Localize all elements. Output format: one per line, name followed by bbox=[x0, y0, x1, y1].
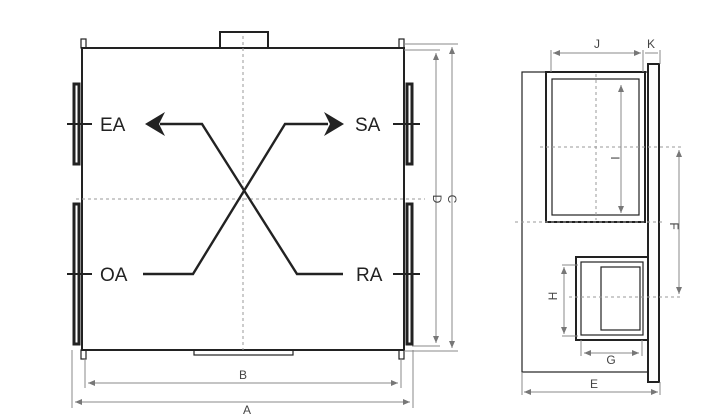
port-ticks bbox=[67, 123, 420, 275]
side-panel-strip bbox=[647, 63, 660, 383]
label-ra: RA bbox=[356, 265, 383, 286]
dim-b-label: B bbox=[239, 368, 247, 382]
dim-k-label: K bbox=[647, 37, 655, 51]
dim-c-label: C bbox=[445, 195, 459, 204]
sa-arrow-icon bbox=[324, 112, 344, 136]
front-view: EA SA OA RA B A D C bbox=[67, 31, 459, 417]
dim-i-label: I bbox=[608, 156, 622, 159]
dim-d-label: D bbox=[430, 195, 444, 204]
lower-window bbox=[600, 266, 641, 331]
dim-f-label: F bbox=[667, 222, 681, 229]
lower-frame bbox=[575, 256, 649, 341]
lower-frame-inner bbox=[580, 261, 644, 336]
top-spigot bbox=[219, 31, 269, 49]
dim-g-label: G bbox=[606, 353, 615, 367]
ea-arrow-icon bbox=[145, 112, 165, 136]
label-ea: EA bbox=[100, 115, 126, 136]
dim-h-label: H bbox=[546, 292, 560, 301]
label-oa: OA bbox=[100, 265, 128, 286]
dim-e-label: E bbox=[590, 377, 598, 391]
dim-a-label: A bbox=[243, 403, 251, 417]
dimension-lines-side bbox=[521, 50, 682, 395]
dim-j-label: J bbox=[594, 37, 600, 51]
exhaust-air-path bbox=[145, 112, 343, 276]
side-view: J K I F H G E bbox=[515, 37, 682, 395]
dimension-lines-front bbox=[71, 43, 458, 408]
supply-air-path bbox=[143, 112, 344, 276]
label-sa: SA bbox=[355, 115, 381, 136]
